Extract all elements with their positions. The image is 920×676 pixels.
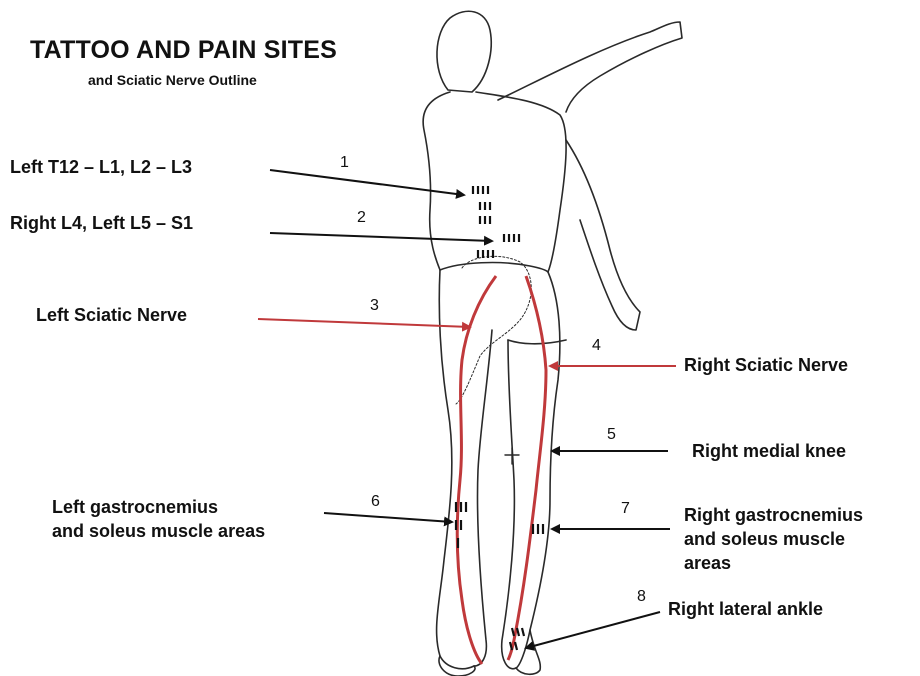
label-right-gastrocnemius: Right gastrocnemius — [684, 504, 863, 526]
extended-arm-outline — [566, 140, 640, 330]
arrow-6 — [324, 513, 452, 522]
label-right-sciatic-nerve: Right Sciatic Nerve — [684, 354, 848, 376]
number-1: 1 — [340, 154, 349, 172]
raised-arm-outline — [498, 22, 682, 112]
number-4: 4 — [592, 337, 601, 355]
label-right-l4-left-l5-s1: Right L4, Left L5 – S1 — [10, 212, 193, 234]
number-6: 6 — [371, 493, 380, 511]
left-leg-inner — [474, 330, 492, 666]
knee-mark — [505, 448, 519, 464]
tattoo-site-7 — [533, 524, 543, 534]
arrow-1 — [270, 170, 464, 195]
label-left-sciatic-nerve: Left Sciatic Nerve — [36, 304, 187, 326]
number-7: 7 — [621, 500, 630, 518]
label-right-medial-knee: Right medial knee — [692, 440, 846, 462]
number-8: 8 — [637, 588, 646, 606]
arrow-3 — [258, 319, 470, 327]
tattoo-site-2 — [478, 234, 519, 258]
label-right-areas: areas — [684, 552, 731, 574]
left-foot — [439, 656, 475, 676]
tattoo-site-1 — [473, 186, 490, 224]
tattoo-site-8 — [510, 628, 524, 650]
tattoo-marks — [456, 186, 543, 650]
label-left-t12-l3: Left T12 – L1, L2 – L3 — [10, 156, 192, 178]
label-right-lateral-ankle: Right lateral ankle — [668, 598, 823, 620]
gluteal-fold — [508, 340, 566, 344]
right-leg-inner — [502, 340, 516, 669]
arrow-8 — [526, 612, 660, 648]
label-left-gastrocnemius: Left gastrocnemius — [52, 496, 218, 518]
label-right-soleus: and soleus muscle — [684, 528, 845, 550]
torso-right-outline — [476, 92, 566, 272]
number-5: 5 — [607, 426, 616, 444]
number-3: 3 — [370, 297, 379, 315]
arrow-2 — [270, 233, 492, 241]
left-arm-outline — [423, 92, 450, 270]
arrows — [258, 170, 676, 648]
number-2: 2 — [357, 209, 366, 227]
waist-outline — [440, 263, 548, 272]
head-outline — [437, 11, 491, 92]
left-sciatic-nerve — [457, 276, 496, 664]
label-left-soleus: and soleus muscle areas — [52, 520, 265, 542]
body-outline — [423, 11, 682, 676]
